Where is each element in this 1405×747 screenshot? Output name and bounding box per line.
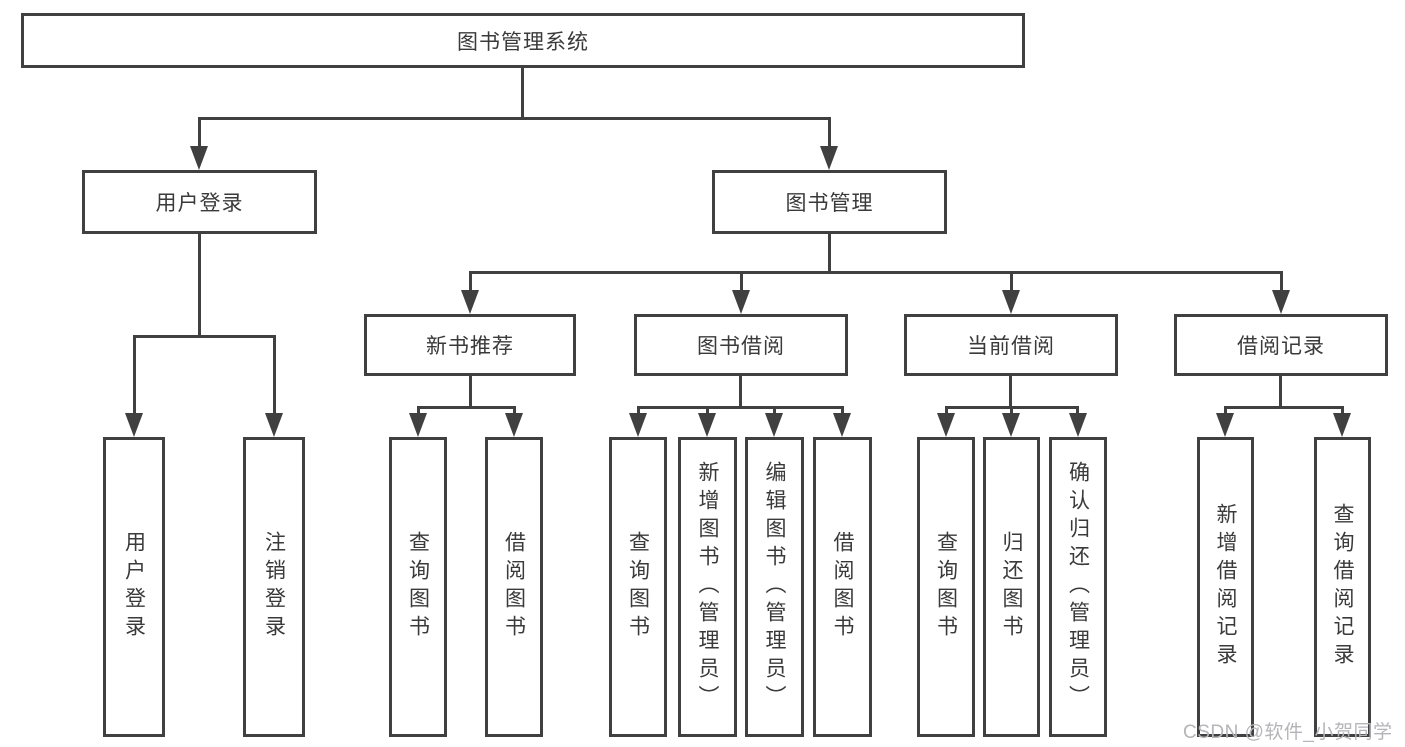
- leaf-label: 注销登录: [262, 531, 286, 643]
- arrow-down-icon: [409, 413, 427, 437]
- connector-line: [469, 271, 472, 292]
- leaf-user-login: 用户登录: [103, 437, 165, 737]
- connector-line: [1009, 374, 1012, 409]
- node-new-book-recommend: 新书推荐: [364, 314, 576, 376]
- leaf-label: 新增借阅记录: [1214, 503, 1237, 671]
- connector-line: [469, 374, 472, 409]
- connector-line: [198, 231, 201, 337]
- arrow-down-icon: [1002, 413, 1020, 437]
- connector-line: [198, 117, 201, 148]
- leaf-label: 查询图书: [934, 531, 958, 643]
- connector-line: [740, 271, 743, 292]
- connector-line: [637, 406, 640, 415]
- arrow-down-icon: [820, 146, 838, 170]
- connector-line: [521, 66, 524, 119]
- connector-line: [739, 374, 742, 409]
- arrow-down-icon: [1216, 413, 1234, 437]
- connector-line: [1010, 271, 1013, 292]
- leaf-label: 新增图书（管理员）: [696, 461, 719, 713]
- connector-line: [417, 406, 516, 409]
- node-borrow-records: 借阅记录: [1174, 314, 1388, 376]
- connector-line: [1010, 406, 1013, 415]
- connector-line: [469, 271, 1282, 274]
- connector-line: [1224, 406, 1344, 409]
- csdn-watermark: CSDN @软件_小贺同学: [1183, 722, 1393, 743]
- connector-line: [945, 406, 948, 415]
- arrow-down-icon: [461, 290, 479, 314]
- leaf-query-books-current: 查询图书: [917, 437, 975, 737]
- leaf-label: 查询图书: [406, 531, 430, 643]
- arrow-down-icon: [732, 290, 750, 314]
- arrow-down-icon: [1002, 290, 1020, 314]
- leaf-label: 用户登录: [122, 531, 146, 643]
- connector-line: [773, 406, 776, 415]
- leaf-query-borrow-record: 查询借阅记录: [1314, 437, 1371, 737]
- leaf-query-books-borrow: 查询图书: [609, 437, 667, 737]
- connector-line: [1341, 406, 1344, 415]
- leaf-label: 归还图书: [1000, 531, 1023, 643]
- leaf-confirm-return-admin: 确认归还（管理员）: [1049, 437, 1107, 737]
- connector-line: [1279, 374, 1282, 409]
- arrow-down-icon: [629, 413, 647, 437]
- leaf-logout: 注销登录: [243, 437, 305, 737]
- leaf-label: 借阅图书: [502, 531, 526, 643]
- node-library-system: 图书管理系统: [21, 13, 1025, 68]
- arrow-down-icon: [125, 413, 143, 437]
- connector-line: [637, 406, 843, 409]
- leaf-query-books-recommend: 查询图书: [389, 437, 447, 737]
- arrow-down-icon: [765, 413, 783, 437]
- leaf-label: 借阅图书: [831, 531, 854, 643]
- leaf-label: 查询借阅记录: [1331, 503, 1354, 671]
- node-user-login: 用户登录: [82, 170, 317, 234]
- leaf-edit-book-admin: 编辑图书（管理员）: [745, 437, 804, 737]
- connector-line: [1280, 271, 1283, 292]
- connector-line: [133, 335, 136, 415]
- leaf-label: 确认归还（管理员）: [1066, 461, 1090, 713]
- leaf-borrow-books-recommend: 借阅图书: [485, 437, 543, 737]
- leaf-borrow-books: 借阅图书: [813, 437, 872, 737]
- arrow-down-icon: [1272, 290, 1290, 314]
- arrow-down-icon: [1069, 413, 1087, 437]
- arrow-down-icon: [937, 413, 955, 437]
- connector-line: [841, 406, 844, 415]
- leaf-return-book: 归还图书: [983, 437, 1040, 737]
- arrow-down-icon: [1333, 413, 1351, 437]
- leaf-add-book-admin: 新增图书（管理员）: [678, 437, 737, 737]
- connector-line: [133, 335, 276, 338]
- arrow-down-icon: [190, 146, 208, 170]
- leaf-add-borrow-record: 新增借阅记录: [1197, 437, 1254, 737]
- arrow-down-icon: [833, 413, 851, 437]
- connector-line: [417, 406, 420, 415]
- arrow-down-icon: [698, 413, 716, 437]
- connector-line: [1076, 406, 1079, 415]
- node-current-borrow: 当前借阅: [904, 314, 1118, 376]
- leaf-label: 查询图书: [626, 531, 650, 643]
- arrow-down-icon: [505, 413, 523, 437]
- connector-line: [513, 406, 516, 415]
- connector-line: [828, 117, 831, 148]
- connector-line: [198, 117, 831, 120]
- connector-line: [706, 406, 709, 415]
- connector-line: [273, 335, 276, 415]
- connector-line: [1224, 406, 1227, 415]
- node-book-borrow: 图书借阅: [634, 314, 848, 376]
- connector-line: [828, 231, 831, 274]
- node-book-management: 图书管理: [712, 170, 947, 234]
- leaf-label: 编辑图书（管理员）: [763, 461, 786, 713]
- arrow-down-icon: [265, 413, 283, 437]
